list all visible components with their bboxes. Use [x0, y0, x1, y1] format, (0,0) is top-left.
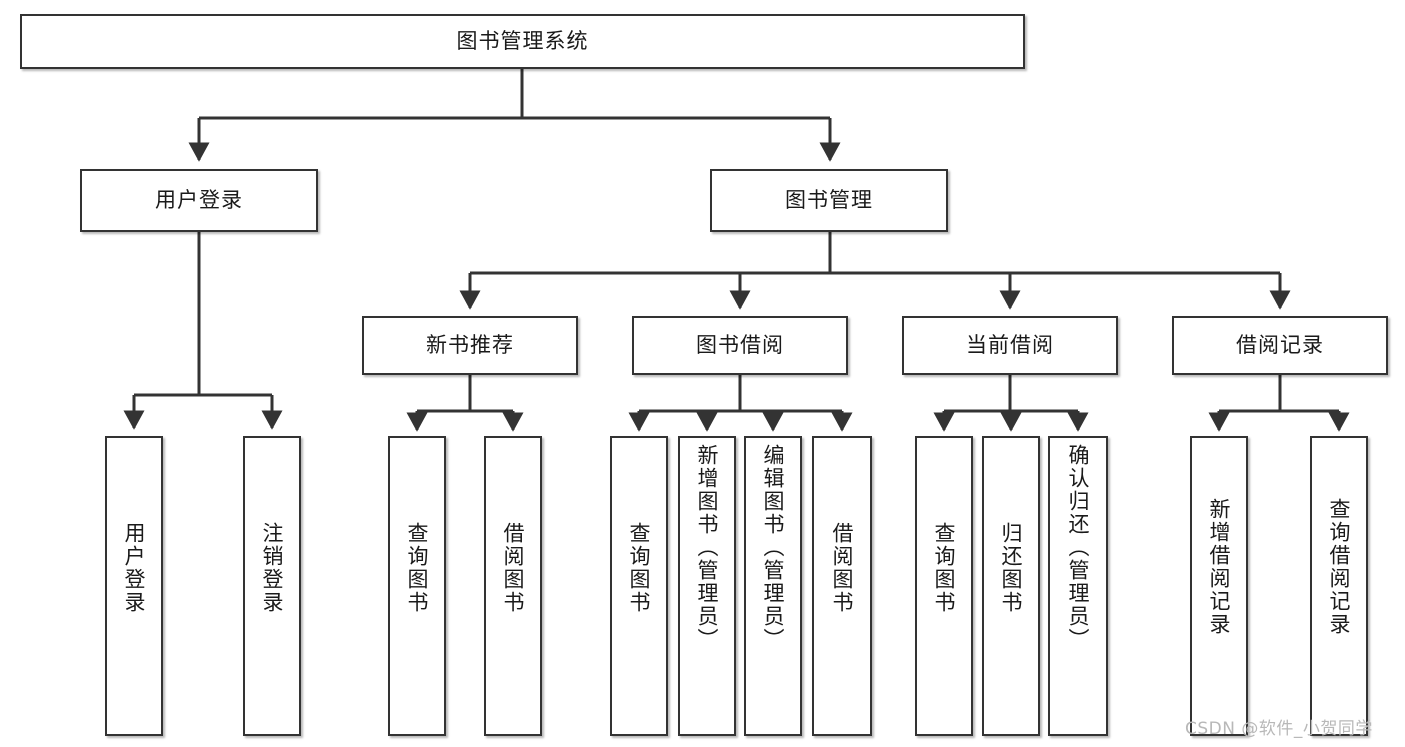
leaf-confirm-return-admin[interactable]: 确认归还（管理员）: [1048, 436, 1108, 736]
node-root-label: 图书管理系统: [456, 29, 589, 54]
node-book-borrow-label: 图书借阅: [696, 333, 784, 358]
node-borrow-record[interactable]: 借阅记录: [1172, 316, 1388, 375]
node-user-login[interactable]: 用户登录: [80, 169, 318, 232]
node-new-book-recommend-label: 新书推荐: [426, 333, 514, 358]
node-book-borrow[interactable]: 图书借阅: [632, 316, 848, 375]
leaf-logout-label: 注销登录: [260, 522, 285, 614]
leaf-user-login-label: 用户登录: [122, 522, 147, 614]
node-user-login-label: 用户登录: [155, 188, 243, 213]
leaf-lend-book-label: 借阅图书: [830, 522, 855, 614]
watermark: CSDN @软件_小贺同学: [1185, 719, 1373, 739]
leaf-query-book-newbook[interactable]: 查询图书: [388, 436, 446, 736]
leaf-edit-book-admin[interactable]: 编辑图书（管理员）: [744, 436, 802, 736]
node-book-management[interactable]: 图书管理: [710, 169, 948, 232]
leaf-query-book-newbook-label: 查询图书: [405, 522, 430, 614]
node-new-book-recommend[interactable]: 新书推荐: [362, 316, 578, 375]
leaf-query-borrow-record-label: 查询借阅记录: [1327, 498, 1352, 636]
leaf-query-book-borrow-label: 查询图书: [627, 522, 652, 614]
leaf-query-borrow-record[interactable]: 查询借阅记录: [1310, 436, 1368, 736]
node-current-borrow[interactable]: 当前借阅: [902, 316, 1118, 375]
leaf-return-book[interactable]: 归还图书: [982, 436, 1040, 736]
leaf-return-book-label: 归还图书: [999, 522, 1024, 614]
leaf-borrow-book-newbook[interactable]: 借阅图书: [484, 436, 542, 736]
node-book-management-label: 图书管理: [785, 188, 873, 213]
leaf-add-book-admin-label: 新增图书（管理员）: [695, 444, 720, 651]
node-root[interactable]: 图书管理系统: [20, 14, 1025, 69]
leaf-query-book-current[interactable]: 查询图书: [915, 436, 973, 736]
leaf-lend-book[interactable]: 借阅图书: [812, 436, 872, 736]
leaf-add-borrow-record[interactable]: 新增借阅记录: [1190, 436, 1248, 736]
leaf-edit-book-admin-label: 编辑图书（管理员）: [761, 444, 786, 651]
leaf-user-login[interactable]: 用户登录: [105, 436, 163, 736]
node-borrow-record-label: 借阅记录: [1236, 333, 1324, 358]
leaf-add-book-admin[interactable]: 新增图书（管理员）: [678, 436, 736, 736]
node-current-borrow-label: 当前借阅: [966, 333, 1054, 358]
leaf-query-book-current-label: 查询图书: [932, 522, 957, 614]
leaf-logout[interactable]: 注销登录: [243, 436, 301, 736]
leaf-borrow-book-newbook-label: 借阅图书: [501, 522, 526, 614]
leaf-confirm-return-admin-label: 确认归还（管理员）: [1066, 444, 1091, 651]
leaf-add-borrow-record-label: 新增借阅记录: [1207, 498, 1232, 636]
leaf-query-book-borrow[interactable]: 查询图书: [610, 436, 668, 736]
